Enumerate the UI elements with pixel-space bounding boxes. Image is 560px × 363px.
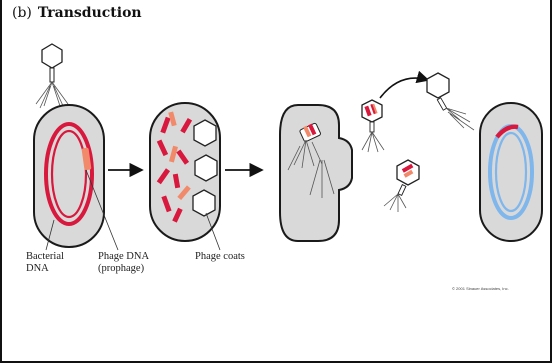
copyright-notice: © 2001 Sinauer Associates, Inc. [452, 286, 509, 291]
